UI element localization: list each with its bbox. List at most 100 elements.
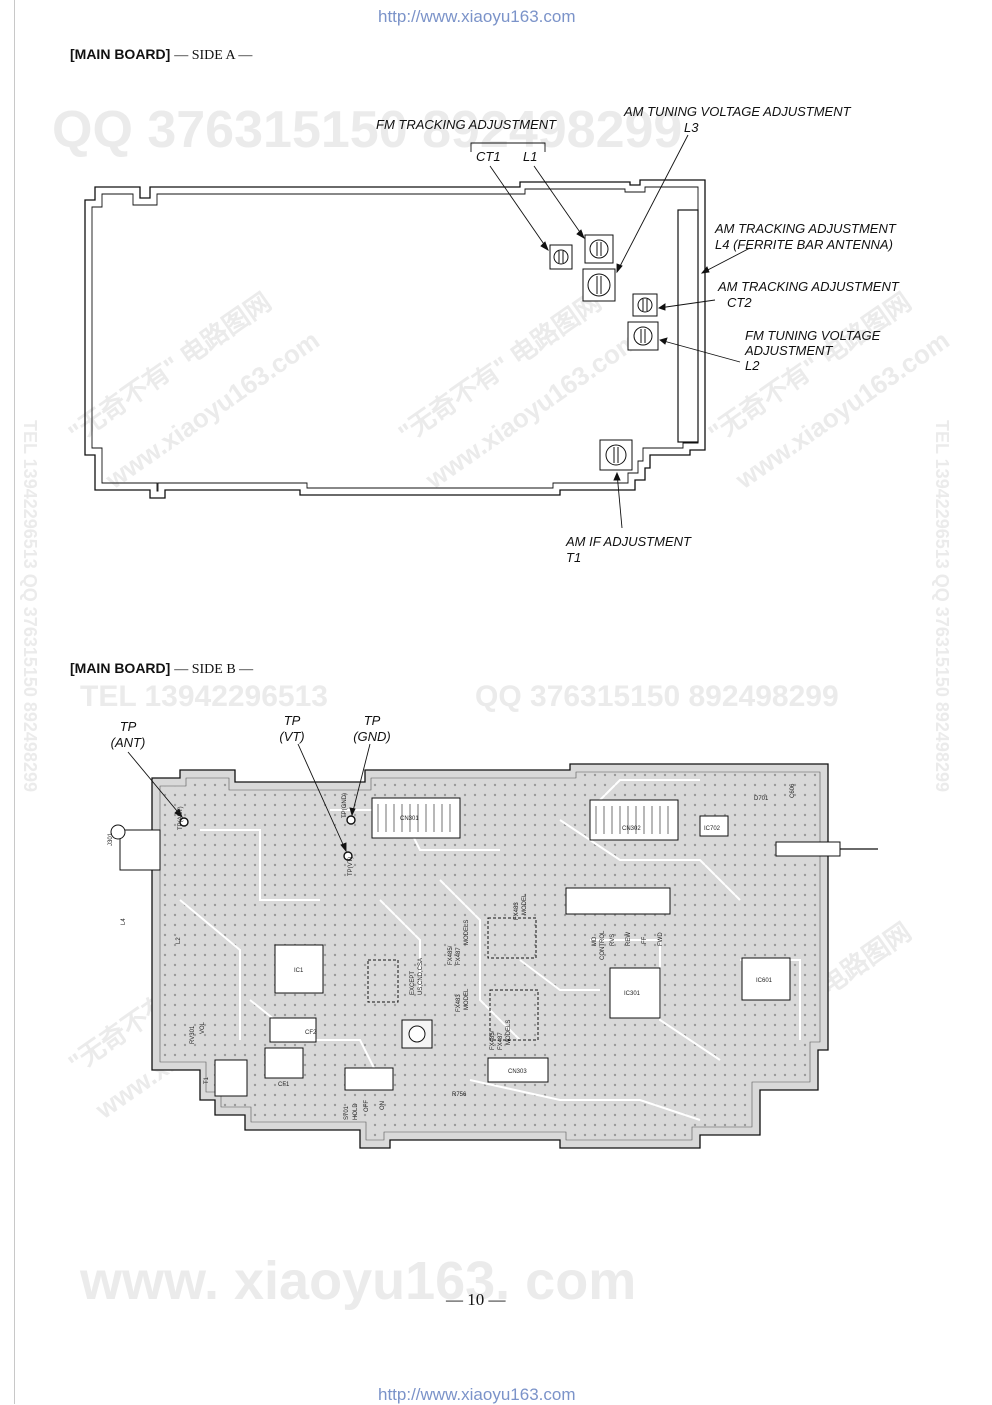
board-text-s701: S701 [344, 1105, 350, 1120]
board-text-ic601: IC601 [756, 978, 773, 984]
side-b-leaders [127, 743, 371, 853]
label-fm-tuning-line1: FM TUNING VOLTAGE [745, 328, 881, 343]
test-point-gnd [346, 815, 356, 825]
chip-ic1 [274, 944, 324, 994]
label-fm-tuning-line3: L2 [745, 358, 760, 373]
chip-ic601 [741, 957, 791, 1001]
board-text-rew: REW [626, 932, 632, 946]
watermark-qq-top: QQ 376315150 892498299 [52, 101, 683, 159]
adjuster-ct1 [549, 244, 573, 270]
board-text-fx485-b: FX485/ [490, 1030, 496, 1050]
label-am-tracking-l4: AM TRACKING ADJUSTMENT L4 (FERRITE BAR A… [715, 221, 896, 253]
label-tp-vt-line2: (VT) [279, 729, 305, 744]
chip-ic301 [609, 967, 661, 1019]
label-am-tuning: AM TUNING VOLTAGE ADJUSTMENT L3 [624, 104, 851, 136]
label-am-tracking-l4-line2: L4 (FERRITE BAR ANTENNA) [715, 237, 893, 252]
outline-fx485-models [487, 917, 537, 959]
board-text-tp-vt: TP(VT) [348, 857, 354, 876]
board-text-model-a: MODEL [522, 893, 528, 915]
board-text-fx483-a: FX483 [514, 902, 520, 920]
mount-hole [408, 1025, 426, 1043]
board-text-control: CONTROL [600, 930, 606, 960]
board-text-fx487-b: FX487 [498, 1032, 504, 1050]
label-tp-gnd: TP (GND) [350, 713, 394, 745]
label-am-tuning-line1: AM TUNING VOLTAGE ADJUSTMENT [624, 104, 851, 119]
board-text-vol: VOL [200, 1021, 206, 1034]
board-text-fx487-a: FX487 [456, 947, 462, 965]
board-text-cn303: CN303 [508, 1069, 527, 1075]
side-a-label: — SIDE A — [174, 48, 253, 63]
outline-fx483-model [489, 989, 539, 1041]
board-text-fx483-b: FX483 [456, 994, 462, 1012]
board-text-t1: T1 [204, 1076, 210, 1084]
label-am-tracking-l4-line1: AM TRACKING ADJUSTMENT [715, 221, 896, 236]
ferrite-bar-antenna [677, 209, 699, 443]
watermark-bottom: www. xiaoyu163. com [80, 1251, 637, 1311]
board-text-except: EXCEPT [410, 971, 416, 995]
label-fm-tracking: FM TRACKING ADJUSTMENT [376, 117, 557, 132]
side-b-title: [MAIN BOARD] — SIDE B — [70, 660, 253, 678]
side-a-board-name: [MAIN BOARD] [70, 46, 171, 62]
board-text-fx485-a: FX485/ [448, 945, 454, 965]
component-cf2 [269, 1017, 317, 1043]
board-text-models-a: MODELS [464, 920, 470, 945]
board-text-j301: J301 [108, 832, 114, 846]
label-fm-tuning-line2: ADJUSTMENT [745, 343, 833, 358]
watermark-qq-mid: QQ 376315150 892498299 [475, 680, 839, 713]
label-tp-ant-line1: TP [119, 719, 137, 734]
side-b-traces [179, 779, 801, 1121]
board-text-r756: R756 [452, 1092, 467, 1098]
board-text-c606: C606 [790, 783, 796, 798]
label-tp-vt-line1: TP [283, 713, 301, 728]
page-left-rule [14, 0, 15, 1404]
connector-cn302 [589, 799, 679, 841]
label-am-if-line1: AM IF ADJUSTMENT [566, 534, 691, 549]
jack-j301-ring [110, 824, 126, 840]
chip-ic702 [699, 815, 729, 837]
label-ct1: CT1 [476, 149, 501, 164]
board-text-cn302: CN302 [622, 826, 641, 832]
board-text-us-cnd: US,CND,CSA [418, 958, 424, 995]
board-text-model-b: MODEL [464, 988, 470, 1010]
board-text-cf2: CF2 [305, 1030, 317, 1036]
side-a-leaders [489, 134, 751, 529]
board-text-models-b: MODELS [506, 1020, 512, 1045]
board-text-tp-gnd: TP(GND) [342, 793, 348, 818]
jack-j301 [119, 829, 161, 871]
label-tp-vt: TP (VT) [275, 713, 309, 745]
board-text-tp-ant: TP(ANT) [178, 806, 184, 830]
board-text-l4: L4 [121, 918, 127, 925]
test-point-ant [179, 817, 189, 827]
connector-cn303 [487, 1057, 549, 1083]
test-point-vt [343, 851, 353, 861]
adjuster-t1 [599, 439, 633, 471]
component-right-lead [775, 841, 841, 857]
board-text-ic702: IC702 [704, 826, 721, 832]
label-am-tracking-ct2: AM TRACKING ADJUSTMENT CT2 [718, 279, 899, 311]
header-url[interactable]: http://www.xiaoyu163.com [378, 7, 576, 26]
label-am-if: AM IF ADJUSTMENT T1 [566, 534, 691, 566]
side-b-board-name: [MAIN BOARD] [70, 660, 171, 676]
label-tp-gnd-line2: (GND) [353, 729, 391, 744]
label-l1: L1 [523, 149, 538, 164]
board-text-d701: D701 [754, 796, 769, 802]
label-fm-tuning: FM TUNING VOLTAGE ADJUSTMENT L2 [745, 328, 880, 373]
label-am-tracking-ct2-line2: CT2 [727, 295, 752, 310]
board-text-fwd: FWD [658, 932, 664, 946]
label-am-if-line2: T1 [566, 550, 582, 565]
board-text-ic301: IC301 [624, 991, 641, 997]
adjuster-l2 [627, 321, 659, 351]
page-number: — 10 — [446, 1290, 506, 1309]
adjuster-l1 [584, 234, 614, 264]
component-t1 [214, 1059, 248, 1097]
board-text-l2: L2 [176, 937, 182, 944]
label-am-tracking-ct2-line1: AM TRACKING ADJUSTMENT [718, 279, 899, 294]
board-text-cf1: CF1 [278, 1082, 290, 1088]
label-tp-ant-line2: (ANT) [110, 735, 146, 750]
board-text-md: MD [592, 936, 598, 946]
side-b-label: — SIDE B — [174, 662, 254, 677]
adjuster-ct2 [632, 293, 658, 317]
footer-url[interactable]: http://www.xiaoyu163.com [378, 1385, 576, 1404]
board-text-on: ON [380, 1101, 386, 1110]
